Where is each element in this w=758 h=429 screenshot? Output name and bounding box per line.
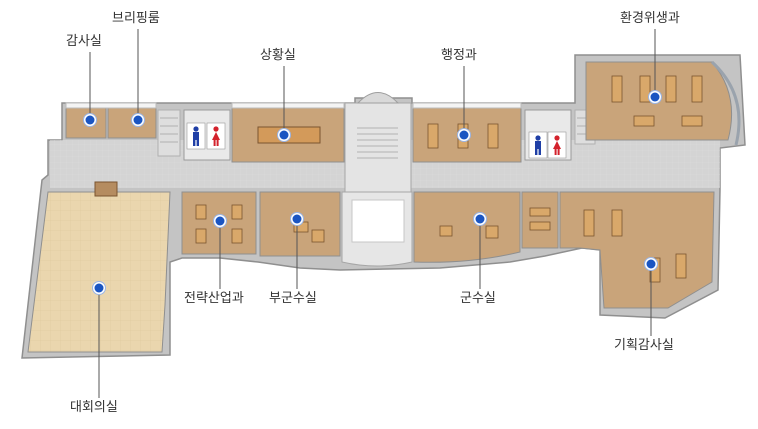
- label-situation: 상황실: [260, 48, 296, 63]
- entrance-dome: [356, 92, 400, 104]
- location-marker-icon[interactable]: [131, 113, 145, 127]
- male-restroom-icon: [528, 131, 548, 159]
- room-governor: [413, 191, 521, 263]
- location-marker-icon[interactable]: [277, 128, 291, 142]
- label-briefing: 브리핑룸: [112, 11, 160, 26]
- room-governor-annex: [521, 191, 559, 249]
- label-planning-audit: 기획감사실: [614, 338, 674, 353]
- location-marker-icon[interactable]: [648, 90, 662, 104]
- label-audit: 감사실: [66, 34, 102, 49]
- room-conference-hall: [27, 191, 171, 353]
- location-marker-icon[interactable]: [83, 113, 97, 127]
- label-governor: 군수실: [460, 291, 496, 306]
- female-restroom-icon: [547, 131, 567, 159]
- location-marker-icon[interactable]: [473, 212, 487, 226]
- label-environmental-hygiene: 환경위생과: [620, 11, 680, 26]
- room-planning-audit: [559, 191, 715, 309]
- male-restroom-icon: [186, 122, 206, 150]
- location-marker-icon[interactable]: [213, 214, 227, 228]
- female-restroom-icon: [206, 122, 226, 150]
- location-marker-icon[interactable]: [457, 128, 471, 142]
- label-deputy-governor: 부군수실: [269, 291, 317, 306]
- central-lobby: [344, 102, 412, 194]
- location-marker-icon[interactable]: [644, 257, 658, 271]
- location-marker-icon[interactable]: [92, 281, 106, 295]
- left-stair: [157, 109, 181, 157]
- location-marker-icon[interactable]: [290, 212, 304, 226]
- label-conference-hall: 대회의실: [70, 400, 118, 415]
- central-stair: [357, 127, 398, 159]
- label-administration: 행정과: [441, 48, 477, 63]
- label-strategic-industry: 전략산업과: [184, 291, 244, 306]
